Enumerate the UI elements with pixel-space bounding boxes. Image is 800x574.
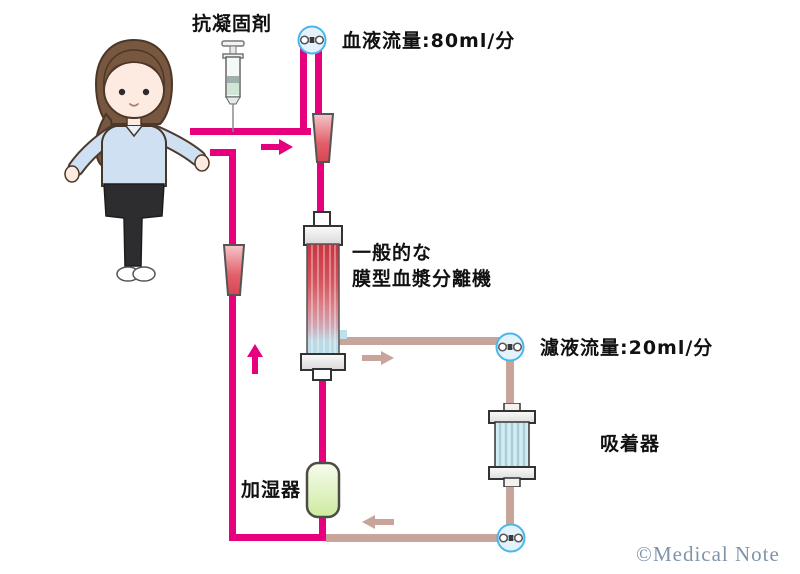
plasma-separator bbox=[299, 210, 347, 382]
flow-arrow-right-plasma-icon bbox=[362, 351, 394, 365]
plasma-tube-adsorber-to-pump bbox=[506, 482, 514, 528]
separator-label: 一般的な 膜型血漿分離機 bbox=[352, 240, 492, 292]
blood-tube-bottom-return bbox=[233, 534, 326, 541]
flow-arrow-left-plasma-icon bbox=[362, 515, 394, 529]
adsorber-device bbox=[484, 403, 540, 487]
copyright-text: ©Medical Note bbox=[636, 542, 780, 566]
blood-tube-pump-right-leg bbox=[315, 48, 322, 118]
separator-label-line2: 膜型血漿分離機 bbox=[352, 268, 493, 290]
anticoagulant-label: 抗凝固剤 bbox=[192, 13, 273, 35]
blood-tube-separator-to-bag bbox=[319, 376, 326, 468]
blood-flow-rate-label: 血液流量:80ml/分 bbox=[342, 30, 516, 52]
blood-tube-return-vertical bbox=[229, 294, 236, 541]
plasma-tube-pump-to-adsorber bbox=[506, 358, 514, 410]
drip-chamber-venous bbox=[221, 243, 247, 297]
adsorber-label: 吸着器 bbox=[600, 433, 661, 455]
flow-arrow-up-blood-icon bbox=[247, 344, 263, 374]
flow-arrow-right-blood-icon bbox=[261, 139, 293, 155]
blood-pump-icon bbox=[297, 25, 327, 55]
patient-figure bbox=[58, 30, 210, 296]
blood-tube-pump-left-leg bbox=[300, 48, 307, 135]
separator-label-line1: 一般的な bbox=[352, 242, 433, 264]
syringe-icon bbox=[218, 40, 248, 132]
filtrate-pump-icon bbox=[495, 332, 525, 362]
blood-tube-patient-to-pump bbox=[190, 128, 311, 135]
drip-chamber-arterial bbox=[310, 112, 336, 164]
humidifier-label: 加湿器 bbox=[241, 479, 302, 501]
blood-tube-return-upper bbox=[229, 152, 236, 248]
blood-tube-bag-to-bottom bbox=[319, 513, 326, 541]
blood-tube-to-separator bbox=[317, 160, 324, 216]
plasma-tube-separator-to-pump bbox=[338, 337, 508, 345]
blood-tube-to-hand bbox=[210, 149, 236, 156]
plasma-tube-bottom-return bbox=[326, 534, 502, 542]
return-pump-icon bbox=[496, 523, 526, 553]
humidifier-bag bbox=[305, 461, 341, 519]
filtrate-flow-rate-label: 濾液流量:20ml/分 bbox=[540, 337, 714, 359]
